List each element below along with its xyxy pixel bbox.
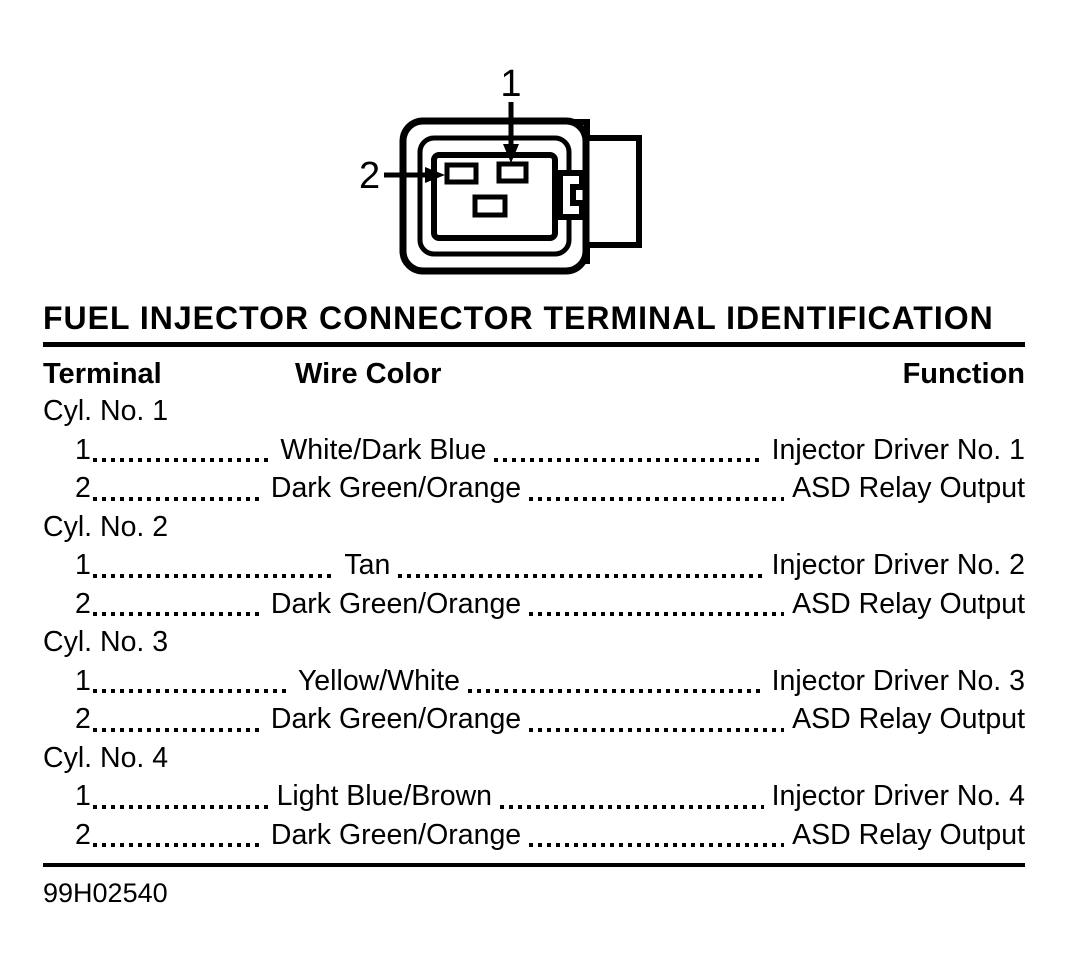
dot-leader <box>494 458 764 462</box>
dot-leader <box>92 804 269 809</box>
table-row: 1 White/Dark Blue Injector Driver No. 1 <box>43 431 1025 470</box>
dot-leader <box>92 612 263 616</box>
section-label: Cyl. No. 3 <box>43 626 169 658</box>
table-row: 2 Dark Green/Orange ASD Relay Output <box>43 816 1025 855</box>
wire-color-cell: Dark Green/Orange <box>270 703 522 735</box>
dot-leader <box>529 727 785 732</box>
terminal-cell: 2 <box>75 703 91 735</box>
section-label: Cyl. No. 4 <box>43 741 169 774</box>
column-header-function: Function <box>902 358 1025 390</box>
dot-leader <box>92 573 337 578</box>
figure-number: 99H02540 <box>43 878 168 908</box>
table-body: Cyl. No. 1 1 White/Dark Blue Injector Dr… <box>43 392 1025 854</box>
latch-clip <box>557 170 585 220</box>
table-header-row: Terminal Wire Color Function <box>43 356 1025 392</box>
wire-color-cell: Yellow/White <box>297 664 461 697</box>
terminal-cell: 2 <box>75 818 91 851</box>
table-row: 1 Light Blue/Brown Injector Driver No. 4 <box>43 777 1025 816</box>
section-label: Cyl. No. 1 <box>43 395 169 427</box>
terminal-cell: 2 <box>75 587 91 620</box>
terminal-cell: 1 <box>75 664 91 697</box>
function-cell: ASD Relay Output <box>792 472 1025 504</box>
wire-color-cell: Tan <box>344 549 391 581</box>
page-title: FUEL INJECTOR CONNECTOR TERMINAL IDENTIF… <box>43 300 994 336</box>
wire-color-cell: Dark Green/Orange <box>270 818 522 851</box>
content-block: FUEL INJECTOR CONNECTOR TERMINAL IDENTIF… <box>43 301 1025 909</box>
dot-leader <box>92 458 273 462</box>
pin-2-arrowhead-icon <box>425 167 445 183</box>
table-row: 2 Dark Green/Orange ASD Relay Output <box>43 700 1025 739</box>
footer-divider <box>43 863 1025 867</box>
terminal-housing <box>431 152 558 241</box>
function-cell: Injector Driver No. 2 <box>771 549 1025 581</box>
terminal-cell: 2 <box>75 472 91 504</box>
terminal-cell: 1 <box>75 780 91 812</box>
wire-color-cell: White/Dark Blue <box>280 433 487 466</box>
connector-diagram: 1 2 <box>359 63 642 275</box>
wire-color-cell: Dark Green/Orange <box>270 472 522 504</box>
dot-leader <box>468 689 764 693</box>
dot-leader <box>92 689 290 693</box>
terminal-cell: 1 <box>75 549 91 581</box>
dot-leader <box>92 496 263 501</box>
wire-color-cell: Light Blue/Brown <box>276 780 493 812</box>
function-cell: ASD Relay Output <box>792 587 1025 620</box>
column-header-wire-color: Wire Color <box>295 358 442 390</box>
table-row: 1 Tan Injector Driver No. 2 <box>43 546 1025 585</box>
function-cell: ASD Relay Output <box>792 818 1025 851</box>
column-header-terminal: Terminal <box>43 358 162 390</box>
pin-1-callout-label: 1 <box>500 63 521 105</box>
terminal-1-cavity <box>496 161 529 184</box>
dot-leader <box>529 843 785 847</box>
connector-rear-extension <box>578 135 642 248</box>
table-row: 2 Dark Green/Orange ASD Relay Output <box>43 469 1025 508</box>
dot-leader <box>500 804 764 809</box>
function-cell: ASD Relay Output <box>792 703 1025 735</box>
dot-leader <box>529 612 785 616</box>
terminal-2-cavity <box>444 162 479 185</box>
terminal-cell: 1 <box>75 433 91 466</box>
function-cell: Injector Driver No. 4 <box>771 780 1025 812</box>
wire-color-cell: Dark Green/Orange <box>270 587 522 620</box>
center-index-cavity <box>472 194 508 218</box>
table-row: 1 Yellow/White Injector Driver No. 3 <box>43 662 1025 701</box>
dot-leader <box>92 843 263 847</box>
header-divider <box>43 342 1025 347</box>
dot-leader <box>92 727 263 732</box>
dot-leader <box>398 573 764 578</box>
function-cell: Injector Driver No. 3 <box>771 664 1025 697</box>
pin-2-callout-label: 2 <box>359 155 380 197</box>
dot-leader <box>529 496 785 501</box>
pin-1-arrowhead-icon <box>503 144 519 163</box>
function-cell: Injector Driver No. 1 <box>771 433 1025 466</box>
table-row: 2 Dark Green/Orange ASD Relay Output <box>43 585 1025 624</box>
section-label: Cyl. No. 2 <box>43 510 169 543</box>
